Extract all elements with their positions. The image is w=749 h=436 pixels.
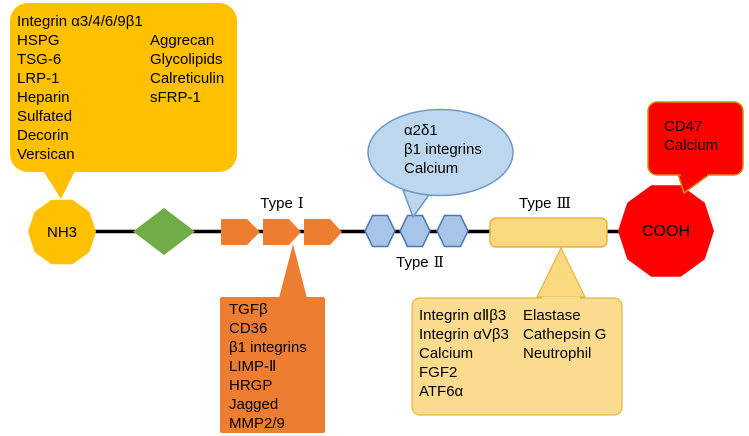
type2-repeat-3 <box>436 214 469 248</box>
type3-callout-body <box>411 297 623 416</box>
type3-callout-tail <box>536 246 586 298</box>
c-terminal-callout-tail <box>676 173 713 195</box>
n-terminal-callout-tail <box>42 169 76 199</box>
c-terminal-binders-list: CD47 Calcium <box>664 118 719 154</box>
type2-label-word: Type <box>396 254 429 271</box>
type2-label-numeral: Ⅱ <box>433 253 444 271</box>
type1-repeat-2 <box>263 219 301 245</box>
n-terminal-label: NH3 <box>46 224 77 241</box>
n-terminal-binders-col1: HSPG TSG-6 LRP-1 Heparin Sulfated Decori… <box>17 32 75 163</box>
type3-callout-joint-patch <box>542 296 580 301</box>
type1-label-numeral: Ⅰ <box>297 194 304 212</box>
n-terminal-decagon <box>28 199 96 265</box>
type1-binders-list: TGFβ CD36 β1 integrins LIMP-Ⅱ HRGP Jagge… <box>229 301 307 432</box>
n-terminal-binders-line1: Integrin α3/4/6/9β1 <box>17 13 143 30</box>
type3-binders-col1: Integrin αⅡβ3 Integrin αVβ3 Calcium FGF2… <box>419 307 509 400</box>
type2-binders-list: α2δ1 β1 integrins Calcium <box>404 122 482 177</box>
type2-repeat-2 <box>399 214 431 248</box>
type1-callout-tail <box>279 244 307 298</box>
c-terminal-callout-joint-patch <box>681 172 707 177</box>
type3-binders-col2: Elastase Cathepsin G Neutrophil <box>523 307 607 362</box>
n-terminal-callout-body <box>10 3 237 172</box>
type3-label-numeral: Ⅲ <box>556 194 571 212</box>
type2-callout-body <box>367 108 514 197</box>
type1-callout-body <box>220 297 325 433</box>
type1-label-word: Type <box>260 195 293 212</box>
diamond-domain <box>133 208 195 255</box>
c-terminal-decagon <box>618 185 714 277</box>
type1-repeat-1 <box>221 219 260 245</box>
c-terminal-label: COOH <box>642 223 690 240</box>
type3-domain-bar <box>489 217 608 248</box>
type3-label-word: Type <box>519 195 552 212</box>
type1-repeat-3 <box>304 219 342 245</box>
type2-repeat-1 <box>364 214 396 248</box>
n-terminal-binders-col2: Aggrecan Glycolipids Calreticulin sFRP-1 <box>150 32 225 106</box>
